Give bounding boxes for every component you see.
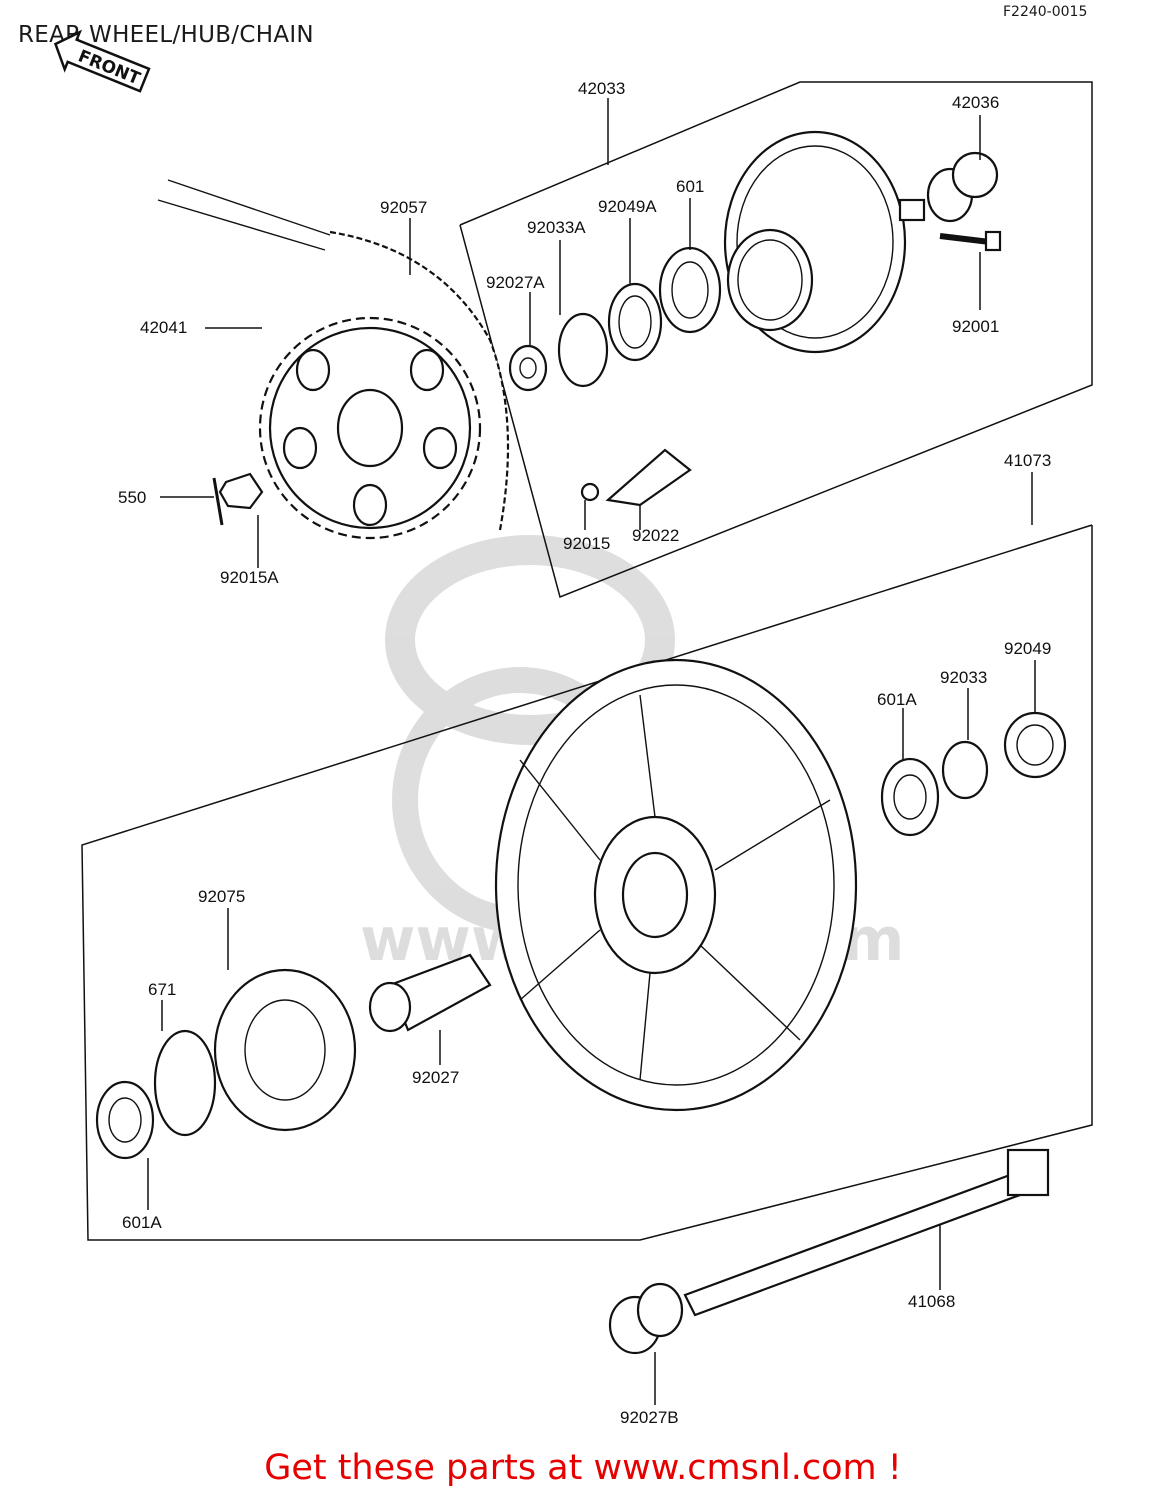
label-92015: 92015 bbox=[563, 534, 610, 553]
label-41068: 41068 bbox=[908, 1292, 955, 1311]
label-41073: 41073 bbox=[1004, 451, 1051, 470]
leader-lines bbox=[147, 98, 1036, 1405]
rear-wheel bbox=[494, 658, 858, 1112]
label-601: 601 bbox=[676, 177, 704, 196]
label-92049: 92049 bbox=[1004, 639, 1051, 658]
coupling-damper-92075 bbox=[213, 968, 357, 1132]
label-92033A: 92033A bbox=[527, 218, 586, 237]
hub-assembly-frame bbox=[459, 81, 1093, 599]
collar-42036 bbox=[926, 151, 999, 223]
label-92022: 92022 bbox=[632, 526, 679, 545]
label-550: 550 bbox=[118, 488, 146, 507]
seal-92049 bbox=[1003, 711, 1067, 779]
collar-92027B bbox=[608, 1282, 684, 1355]
seal-92049A bbox=[607, 282, 663, 362]
figure-code: F2240-0015 bbox=[1003, 4, 1088, 20]
bearing-601A-left bbox=[95, 1080, 155, 1160]
label-92001: 92001 bbox=[952, 317, 999, 336]
label-92049A: 92049A bbox=[598, 197, 657, 216]
label-92075: 92075 bbox=[198, 887, 245, 906]
cotter-pin-550 bbox=[212, 477, 224, 526]
footer-promo-link[interactable]: Get these parts at www.cmsnl.com ! bbox=[264, 1448, 902, 1488]
circlip-92033 bbox=[941, 740, 989, 800]
label-601A-left: 601A bbox=[122, 1213, 162, 1232]
label-92027A: 92027A bbox=[486, 273, 545, 292]
label-601A-right: 601A bbox=[877, 690, 917, 709]
part-labels: 42033 42036 92057 601 92049A 92033A 9202… bbox=[118, 79, 1051, 1427]
axle-nut-92015A bbox=[218, 472, 264, 510]
torque-link-92022 bbox=[580, 448, 692, 507]
collar-92027 bbox=[368, 953, 492, 1033]
front-arrow-icon: FRONT bbox=[53, 29, 151, 93]
label-671: 671 bbox=[148, 980, 176, 999]
bearing-601A-right bbox=[880, 757, 940, 837]
rear-hub-coupling bbox=[723, 130, 926, 354]
nut-92015 bbox=[580, 482, 600, 502]
label-92015A: 92015A bbox=[220, 568, 279, 587]
label-42036: 42036 bbox=[952, 93, 999, 112]
label-92027B: 92027B bbox=[620, 1408, 679, 1427]
bearing-601 bbox=[658, 246, 722, 334]
label-92033: 92033 bbox=[940, 668, 987, 687]
bolt-92001 bbox=[939, 230, 1002, 252]
exploded-parts-diagram: www.cmsnl.com FRONT bbox=[53, 29, 1093, 1427]
collar-92027A bbox=[508, 344, 548, 392]
label-92027: 92027 bbox=[412, 1068, 459, 1087]
wheel-assembly-frame bbox=[81, 524, 1093, 1241]
circlip-92033A bbox=[557, 312, 609, 388]
rear-axle-41068 bbox=[683, 1148, 1050, 1317]
label-42041: 42041 bbox=[140, 318, 187, 337]
o-ring-671 bbox=[153, 1029, 217, 1137]
rear-sprocket bbox=[258, 316, 482, 540]
label-92057: 92057 bbox=[380, 198, 427, 217]
label-42033: 42033 bbox=[578, 79, 625, 98]
